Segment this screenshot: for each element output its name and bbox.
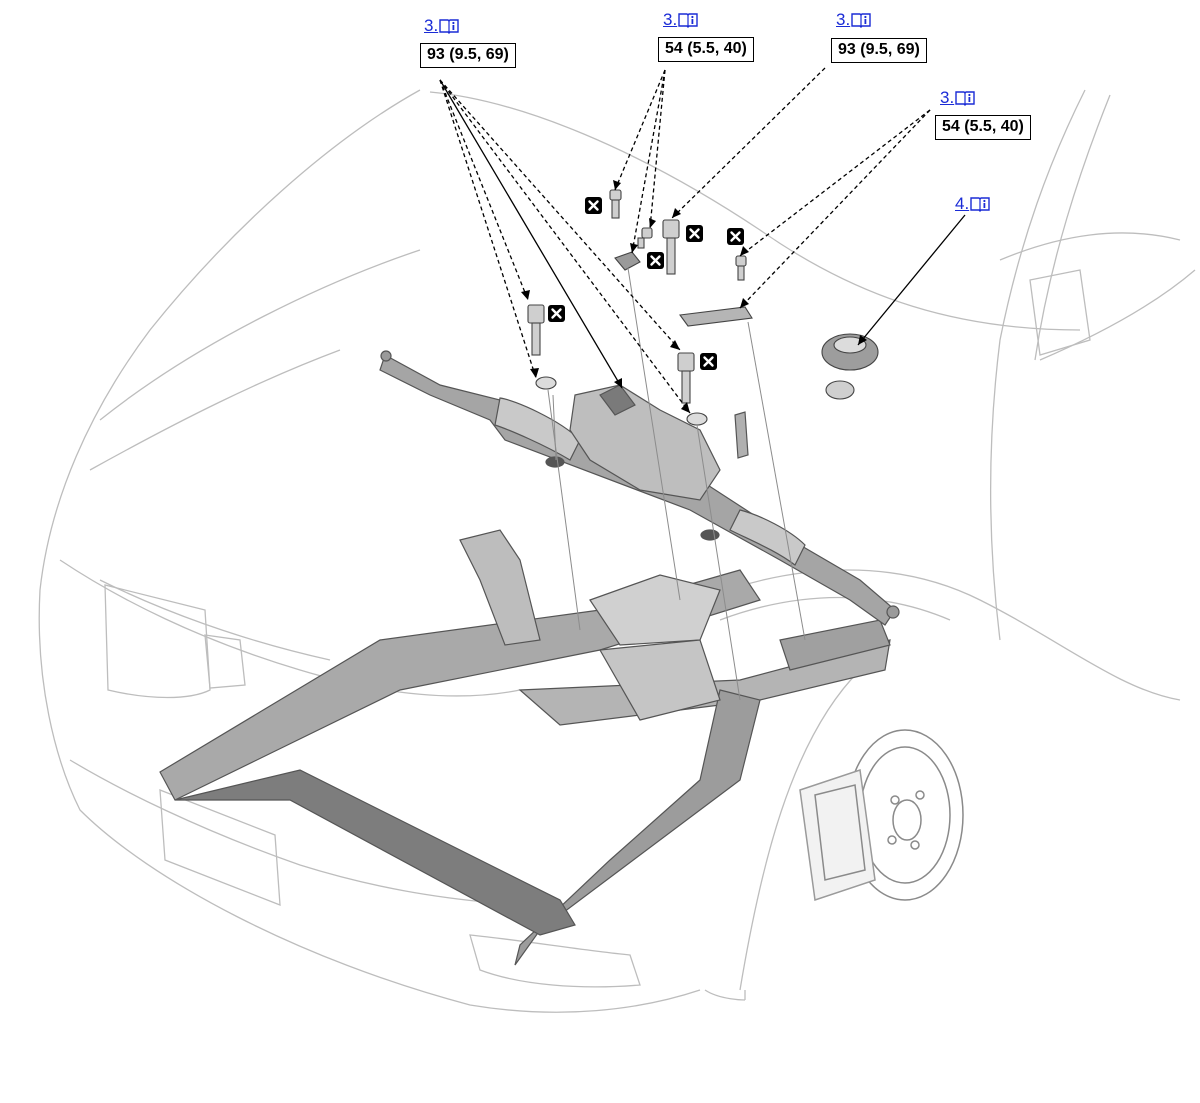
replace-x-icon: [686, 225, 703, 242]
washer-center: [686, 412, 708, 426]
bolt-left: [527, 304, 545, 356]
alignment-lines: [547, 267, 806, 701]
bolt-large-right: [662, 219, 680, 275]
torque-spec-box: 54 (5.5, 40): [935, 115, 1031, 140]
leader-arrowheads: [521, 180, 867, 413]
torque-spec-box: 93 (9.5, 69): [420, 43, 516, 68]
book-info-icon: [955, 90, 975, 106]
replace-x-icon: [647, 252, 664, 269]
brake-disc: [799, 729, 964, 901]
torque-spec-box: 93 (9.5, 69): [831, 38, 927, 63]
book-info-icon: [439, 18, 459, 34]
book-info-icon: [970, 196, 990, 212]
front-subframe: [159, 529, 891, 966]
ref-step-label: 4.: [955, 194, 970, 213]
replace-x-icon: [585, 197, 602, 214]
ref-step-label: 3.: [424, 16, 439, 35]
fasteners: [527, 189, 879, 426]
replace-x-icon: [727, 228, 744, 245]
bracket-clip: [614, 251, 641, 271]
replace-x-icon: [548, 305, 565, 322]
steering-gearbox: [379, 350, 900, 626]
grommet: [821, 333, 879, 400]
bolt-center: [677, 352, 695, 404]
reference-link-3-left[interactable]: 3.: [424, 16, 459, 36]
reference-link-3-far-right[interactable]: 3.: [940, 88, 975, 108]
vehicle-body-outline: [38, 89, 1196, 1013]
ref-step-label: 3.: [940, 88, 955, 107]
reference-link-3-right[interactable]: 3.: [836, 10, 871, 30]
mounting-bracket: [679, 306, 753, 327]
torque-spec-box: 54 (5.5, 40): [658, 37, 754, 62]
washer-left: [535, 376, 557, 390]
leader-lines: [439, 67, 966, 414]
ref-step-label: 3.: [663, 10, 678, 29]
bolt-small-mid: [637, 227, 653, 249]
bolt-small-top: [609, 189, 622, 219]
book-info-icon: [851, 12, 871, 28]
reference-link-4[interactable]: 4.: [955, 194, 990, 214]
bolt-small-right: [735, 255, 747, 281]
reference-link-3-center[interactable]: 3.: [663, 10, 698, 30]
replace-x-icon: [700, 353, 717, 370]
ref-step-label: 3.: [836, 10, 851, 29]
book-info-icon: [678, 12, 698, 28]
